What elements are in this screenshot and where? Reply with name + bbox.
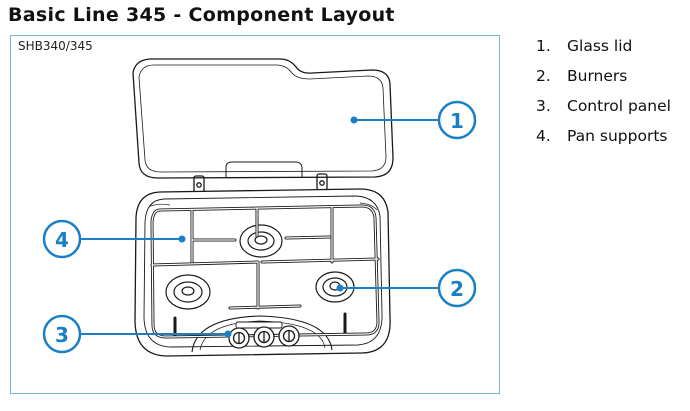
legend-label: Control panel: [567, 97, 671, 115]
legend-item-burners: 2. Burners: [536, 64, 671, 94]
glass-lid: [132, 58, 394, 193]
burners: [165, 224, 355, 310]
legend-item-pan-supports: 4. Pan supports: [536, 124, 671, 154]
callout-badge-4: 4: [42, 219, 82, 259]
legend-number: 4.: [536, 127, 551, 145]
burner-right: [315, 271, 355, 303]
callout-badge-3: 3: [42, 314, 82, 354]
knob-2: [253, 326, 275, 348]
page-title: Basic Line 345 - Component Layout: [8, 4, 395, 26]
svg-text:2: 2: [450, 277, 464, 301]
knob-3: [278, 325, 300, 347]
diagram-frame: [10, 35, 500, 394]
control-knobs: [228, 321, 300, 349]
hob-body: [134, 188, 391, 357]
legend-item-glass-lid: 1. Glass lid: [536, 34, 671, 64]
callout-badge-1: 1: [437, 100, 477, 140]
legend-number: 3.: [536, 97, 551, 115]
knob-1: [228, 327, 250, 349]
svg-text:1: 1: [450, 109, 464, 133]
legend-number: 1.: [536, 37, 551, 55]
callout-badge-2: 2: [437, 268, 477, 308]
svg-text:3: 3: [55, 323, 69, 347]
legend-number: 2.: [536, 67, 551, 85]
component-legend: 1. Glass lid 2. Burners 3. Control panel 4.…: [536, 34, 671, 154]
legend-item-control-panel: 3. Control panel: [536, 94, 671, 124]
svg-text:4: 4: [55, 228, 69, 252]
callout-leaders: [81, 116, 439, 338]
legend-label: Pan supports: [567, 127, 668, 145]
legend-label: Burners: [567, 67, 628, 85]
burner-center: [239, 224, 283, 258]
legend-label: Glass lid: [567, 37, 633, 55]
burner-left: [165, 274, 211, 310]
model-label: SHB340/345: [18, 39, 93, 53]
